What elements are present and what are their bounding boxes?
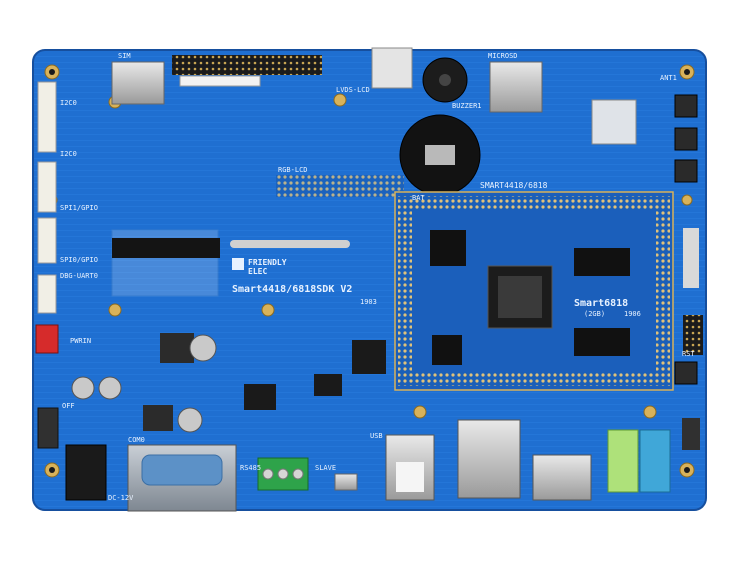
pcb-substrate — [32, 49, 707, 511]
label-bat: BAT — [412, 194, 425, 202]
lvds-connector — [179, 75, 261, 87]
label-spi-2: SPI0/GPIO — [60, 256, 98, 264]
right-switch — [682, 418, 700, 450]
microsd-slot — [489, 61, 543, 113]
som-module — [394, 191, 674, 391]
label-board-small: SMART4418/6818 — [480, 181, 548, 190]
label-com0: COM0 — [128, 436, 145, 444]
gpio-header-top — [172, 55, 322, 75]
label-dbg: DBG-UART0 — [60, 272, 98, 280]
board-model: Smart4418/6818SDK V2 — [232, 284, 352, 295]
label-off: OFF — [62, 402, 75, 410]
ram-chip — [430, 230, 466, 266]
right-header — [683, 315, 703, 355]
ethernet-port — [457, 419, 521, 499]
label-rst: RST — [682, 350, 695, 358]
label-rgb: RGB-LCD — [278, 166, 308, 174]
label-usb: USB — [370, 432, 383, 440]
dc-jack — [65, 444, 107, 501]
label-i2c-1: I2C0 — [60, 99, 77, 107]
label-spi-1: SPI1/GPIO — [60, 204, 98, 212]
label-slave: SLAVE — [315, 464, 336, 472]
power-components — [71, 333, 217, 433]
board-date: 1903 — [360, 298, 377, 306]
friendly-elec-logo: FRIENDLY ELEC — [232, 258, 287, 276]
label-buzzer: BUZZER1 — [452, 102, 482, 110]
ram-chip — [574, 328, 630, 356]
side-buttons — [674, 94, 698, 385]
label-sd: MICROSD — [488, 52, 518, 60]
brand-line1: FRIENDLY — [248, 258, 287, 267]
label-dc: DC-12V — [108, 494, 134, 502]
ram-chip — [574, 248, 630, 276]
left-jst-connectors — [37, 81, 57, 314]
audio-jack-blue — [639, 429, 671, 493]
top-connector — [371, 47, 413, 89]
power-switch — [37, 407, 59, 449]
label-lvds: LVDS-LCD — [336, 86, 370, 94]
label-pwrin: PWRIN — [70, 337, 91, 345]
label-rs485: RS485 — [240, 464, 261, 472]
power-in-connector — [35, 324, 59, 354]
label-ant: ANT1 — [660, 74, 677, 82]
mounting-holes — [44, 64, 695, 478]
label-i2c-2: I2C0 — [60, 150, 77, 158]
sim-card-slot — [111, 61, 165, 105]
micro-usb — [334, 473, 358, 491]
brand-line2: ELEC — [248, 267, 267, 276]
right-ffc — [683, 228, 699, 288]
module-date: 1906 — [624, 310, 641, 318]
hdmi-port — [532, 454, 592, 501]
module-memory: (2GB) — [584, 310, 605, 318]
audio-jack-green — [607, 429, 639, 493]
module-name: Smart6818 — [574, 298, 628, 309]
label-sim: SIM — [118, 52, 131, 60]
wifi-module — [591, 99, 637, 145]
